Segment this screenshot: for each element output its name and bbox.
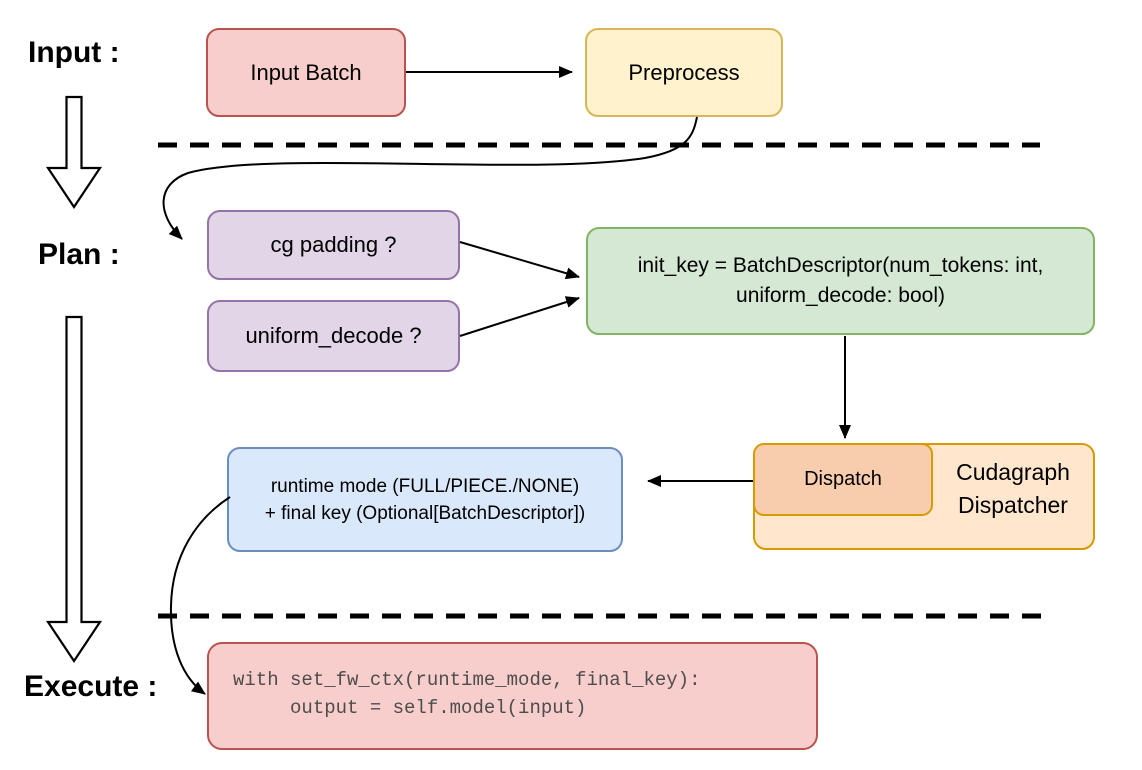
uniform-decode-label: uniform_decode ? [245,323,422,349]
cudagraph-dispatcher-line1: Cudagraph [956,459,1070,485]
node-dispatch: Dispatch [753,443,933,516]
node-input-batch: Input Batch [206,28,406,117]
stage-label-execute: Execute : [24,670,158,703]
input-batch-label: Input Batch [250,59,362,85]
node-init-key: init_key = BatchDescriptor(num_tokens: i… [586,227,1095,335]
stage-label-plan: Plan : [38,238,120,271]
cudagraph-dispatcher-label: Cudagraph Dispatcher [931,456,1095,522]
node-execute-code: with set_fw_ctx(runtime_mode, final_key)… [207,642,818,750]
node-runtime-mode: runtime mode (FULL/PIECE./NONE) + final … [227,447,623,552]
runtime-mode-line2: + final key (Optional[BatchDescriptor]) [264,502,586,524]
arrow-uniformdecode-to-initkey [459,296,580,337]
node-cg-padding: cg padding ? [207,210,460,280]
init-key-line1: init_key = BatchDescriptor(num_tokens: i… [637,254,1044,277]
runtime-mode-line1: runtime mode (FULL/PIECE./NONE) [270,475,580,497]
hollow-arrow-plan-to-execute [45,315,103,663]
execute-code-line2: output = self.model(input) [233,697,587,719]
cg-padding-label: cg padding ? [270,232,397,258]
node-preprocess: Preprocess [585,28,783,117]
preprocess-label: Preprocess [628,59,740,85]
node-uniform-decode: uniform_decode ? [207,300,460,372]
execute-code-line1: with set_fw_ctx(runtime_mode, final_key)… [233,669,701,691]
init-key-line2: uniform_decode: bool) [736,284,945,307]
dispatch-label: Dispatch [804,468,882,490]
arrow-cgpadding-to-initkey [459,241,580,280]
stage-label-input: Input : [28,36,120,69]
cudagraph-dispatcher-line2: Dispatcher [958,492,1068,518]
hollow-arrow-input-to-plan [45,95,103,209]
